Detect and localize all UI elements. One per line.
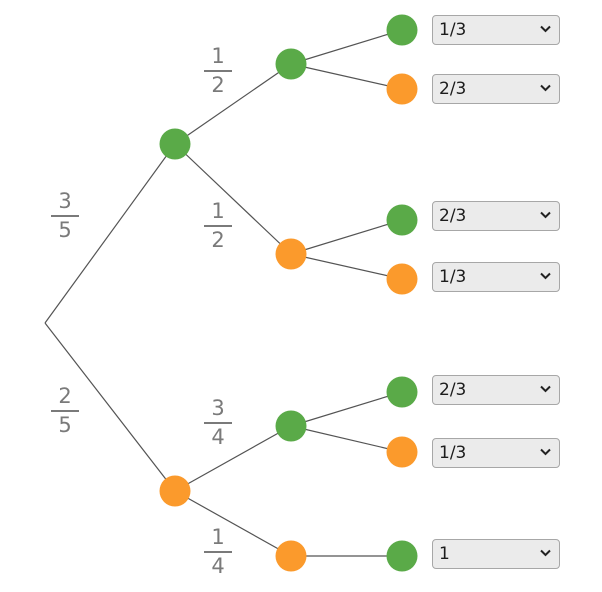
fraction-bar	[204, 225, 232, 227]
numerator: 2	[58, 384, 72, 408]
branch-s-to-ss	[174, 63, 292, 145]
probability-label-success-failure: 1 2	[203, 200, 233, 252]
branch-sf-to-sfs	[290, 219, 403, 255]
chevron-down-icon	[540, 211, 551, 219]
probability-select-ffs[interactable]: 1	[432, 539, 560, 569]
selected-value: 1	[439, 544, 450, 564]
selected-value: 1/3	[439, 443, 467, 463]
branch-ss-to-ssf	[290, 63, 403, 90]
selected-value: 2/3	[439, 79, 467, 99]
fraction-bar	[51, 410, 79, 412]
probability-label-failure: 2 5	[50, 385, 80, 437]
probability-select-sss[interactable]: 1/3	[432, 15, 560, 45]
selected-value: 1/3	[439, 20, 467, 40]
node-f	[159, 475, 191, 507]
probability-label-success: 3 5	[50, 190, 80, 242]
denominator: 2	[211, 228, 225, 252]
nodes	[159, 14, 418, 572]
node-sf	[275, 238, 307, 270]
selected-value: 2/3	[439, 380, 467, 400]
chevron-down-icon	[540, 25, 551, 33]
chevron-down-icon	[540, 448, 551, 456]
branch-f-to-ff	[174, 490, 292, 557]
chevron-down-icon	[540, 385, 551, 393]
node-ss	[275, 48, 307, 80]
chevron-down-icon	[540, 84, 551, 92]
branch-ss-to-sss	[290, 29, 403, 65]
fraction-bar	[204, 70, 232, 72]
branch-f-to-fs	[174, 425, 292, 492]
branch-root-to-success	[44, 143, 176, 324]
chevron-down-icon	[540, 272, 551, 280]
denominator: 4	[211, 425, 225, 449]
branch-lines	[44, 29, 403, 557]
fraction-bar	[204, 551, 232, 553]
node-s	[159, 128, 191, 160]
probability-label-success-success: 1 2	[203, 45, 233, 97]
node-sss	[386, 14, 418, 46]
numerator: 1	[211, 44, 225, 68]
numerator: 3	[58, 189, 72, 213]
fraction-bar	[51, 215, 79, 217]
node-fsf	[386, 436, 418, 468]
numerator: 3	[211, 396, 225, 420]
branch-s-to-sf	[174, 143, 292, 255]
selected-value: 2/3	[439, 206, 467, 226]
probability-select-ssf[interactable]: 2/3	[432, 74, 560, 104]
denominator: 5	[58, 413, 72, 437]
branch-root-to-failure	[44, 322, 176, 492]
probability-select-sff[interactable]: 1/3	[432, 262, 560, 292]
numerator: 1	[211, 525, 225, 549]
numerator: 1	[211, 199, 225, 223]
node-sfs	[386, 204, 418, 236]
chevron-down-icon	[540, 549, 551, 557]
branch-fs-to-fss	[290, 391, 403, 427]
node-ff	[275, 540, 307, 572]
node-fs	[275, 410, 307, 442]
branch-fs-to-fsf	[290, 425, 403, 453]
denominator: 2	[211, 73, 225, 97]
node-sff	[386, 263, 418, 295]
probability-select-sfs[interactable]: 2/3	[432, 201, 560, 231]
node-ssf	[386, 73, 418, 105]
fraction-bar	[204, 422, 232, 424]
probability-select-fsf[interactable]: 1/3	[432, 438, 560, 468]
branch-sf-to-sff	[290, 253, 403, 280]
node-ffs	[386, 540, 418, 572]
probability-label-failure-success: 3 4	[203, 397, 233, 449]
denominator: 4	[211, 554, 225, 578]
denominator: 5	[58, 218, 72, 242]
selected-value: 1/3	[439, 267, 467, 287]
probability-label-failure-failure: 1 4	[203, 526, 233, 578]
probability-select-fss[interactable]: 2/3	[432, 375, 560, 405]
node-fss	[386, 376, 418, 408]
